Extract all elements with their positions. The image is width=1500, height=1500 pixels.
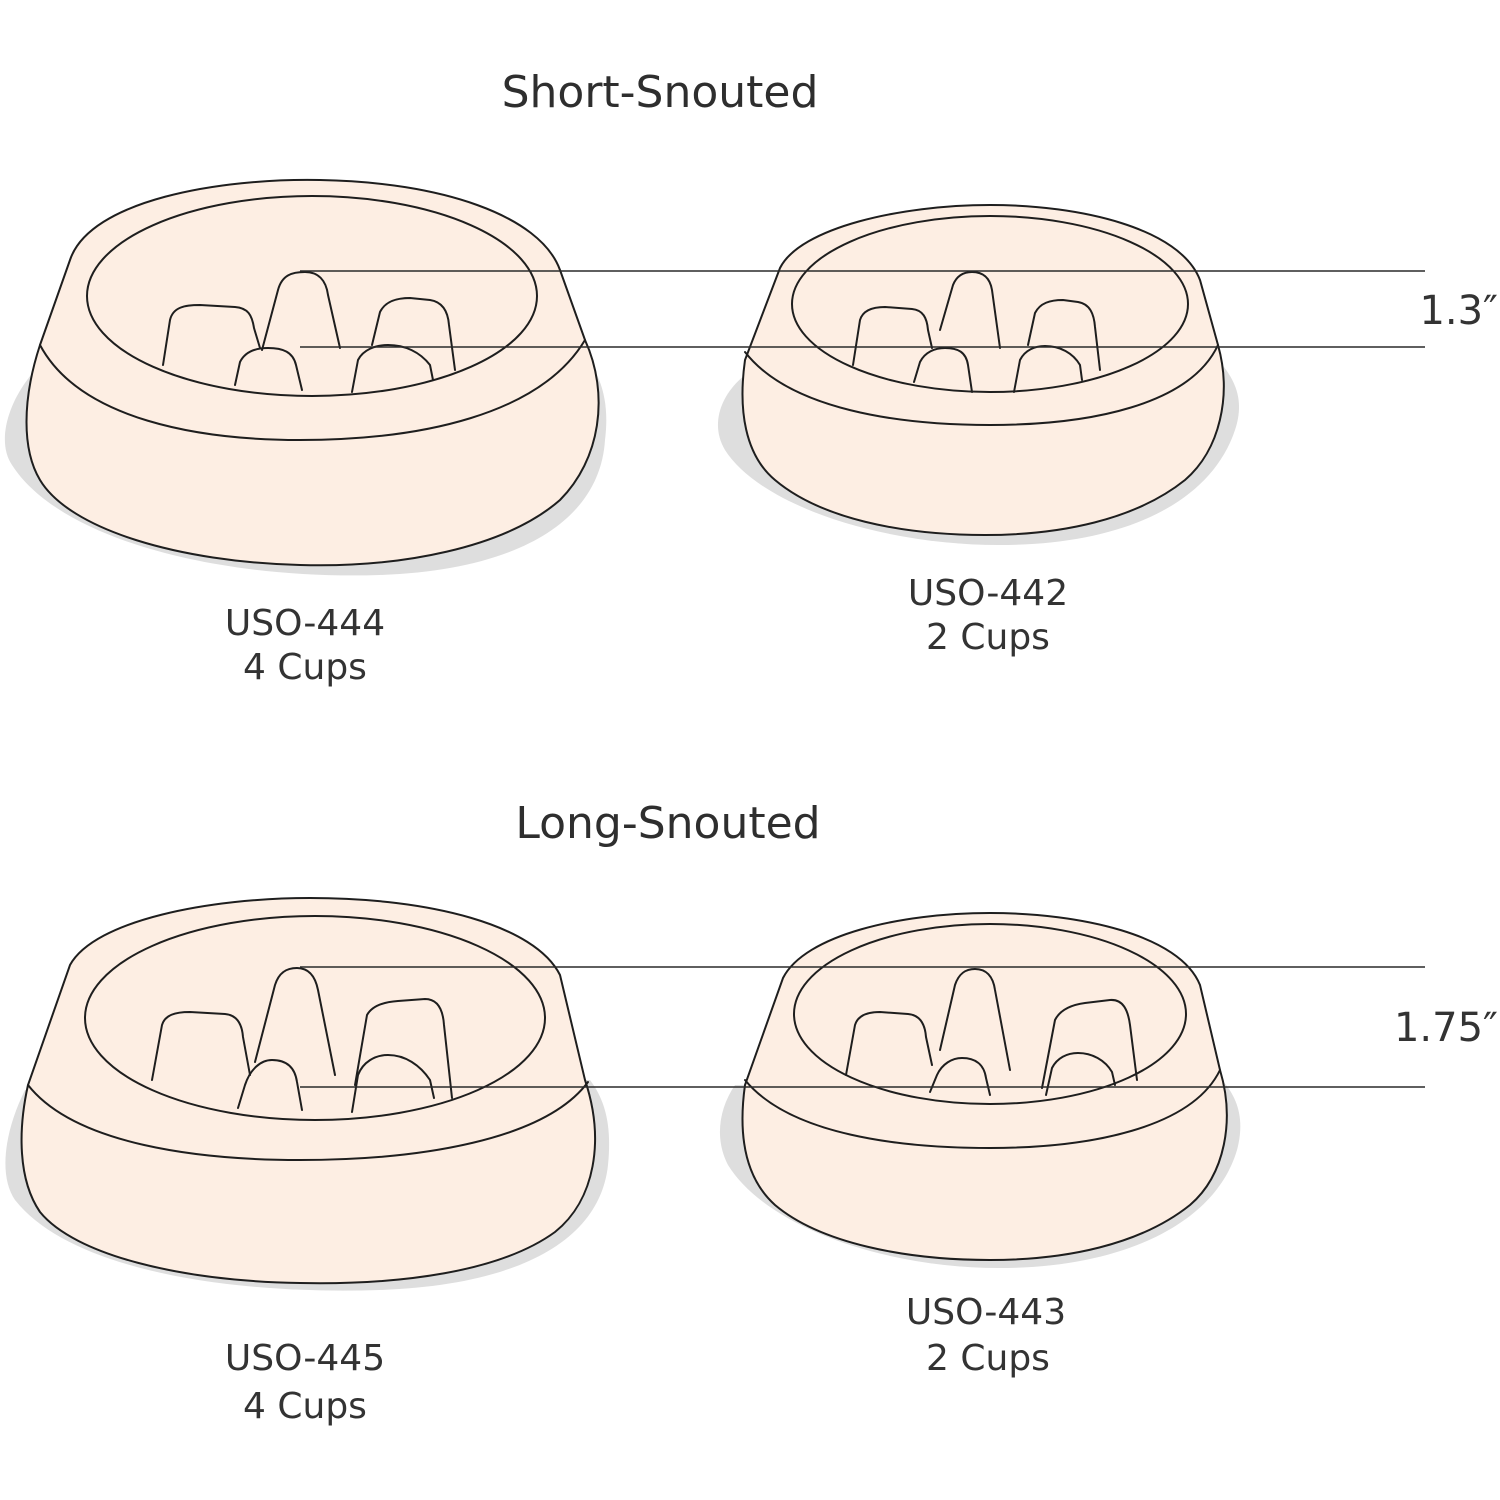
- ridge: [939, 968, 1011, 1071]
- bowl-lower-rim-line: [744, 344, 1219, 426]
- bowl-model-label: USO-443: [906, 1292, 1066, 1333]
- ridge: [1027, 299, 1101, 371]
- ridge: [852, 306, 933, 366]
- bowl-capacity-label: 4 Cups: [243, 1386, 367, 1427]
- bowl-outer-body: [741, 203, 1225, 537]
- ridge: [261, 271, 341, 351]
- bowl-model-label: USO-445: [225, 1338, 385, 1379]
- bowl-lower-rim-line: [27, 1081, 589, 1161]
- bowl-inner-rim: [791, 215, 1189, 393]
- section-long-snouted: Long-Snouted: [5, 798, 1498, 1427]
- bowl-uso-445: [5, 896, 610, 1291]
- ridge: [939, 271, 1001, 349]
- bowl-outer-body: [25, 178, 600, 567]
- ridge: [351, 344, 434, 393]
- ridge: [929, 1057, 991, 1096]
- bowl-model-label: USO-442: [908, 573, 1068, 614]
- bowl-capacity-label: 2 Cups: [926, 1338, 1050, 1379]
- bowl-inner-rim: [793, 923, 1187, 1105]
- bowl-inner-rim: [86, 195, 538, 397]
- ridge: [234, 347, 303, 391]
- section-title: Short-Snouted: [502, 67, 819, 118]
- depth-dimension-label: 1.3″: [1419, 288, 1498, 334]
- bowl-capacity-label: 4 Cups: [243, 647, 367, 688]
- ridge: [254, 967, 336, 1076]
- bowl-capacity-label: 2 Cups: [926, 617, 1050, 658]
- ridge: [913, 347, 973, 393]
- ridge: [1013, 345, 1083, 393]
- ridge: [237, 1059, 303, 1111]
- ridge: [351, 1054, 435, 1113]
- ridge: [1045, 1052, 1116, 1096]
- bowl-lower-rim-line: [744, 1069, 1221, 1149]
- ridge: [151, 1011, 251, 1081]
- ridge: [354, 998, 453, 1099]
- ridge: [371, 297, 456, 371]
- bowl-outer-body: [20, 896, 596, 1285]
- ridge: [845, 1011, 933, 1076]
- bowl-uso-444: [4, 178, 607, 576]
- bowl-uso-442: [717, 203, 1240, 545]
- section-short-snouted: Short-Snouted: [4, 67, 1498, 688]
- bowl-inner-rim: [84, 915, 546, 1121]
- ridge: [1041, 998, 1138, 1089]
- section-title: Long-Snouted: [515, 798, 820, 849]
- bowl-model-label: USO-444: [225, 603, 385, 644]
- ridge: [162, 304, 261, 366]
- bowl-lower-rim-line: [39, 339, 586, 441]
- depth-dimension-label: 1.75″: [1394, 1005, 1498, 1051]
